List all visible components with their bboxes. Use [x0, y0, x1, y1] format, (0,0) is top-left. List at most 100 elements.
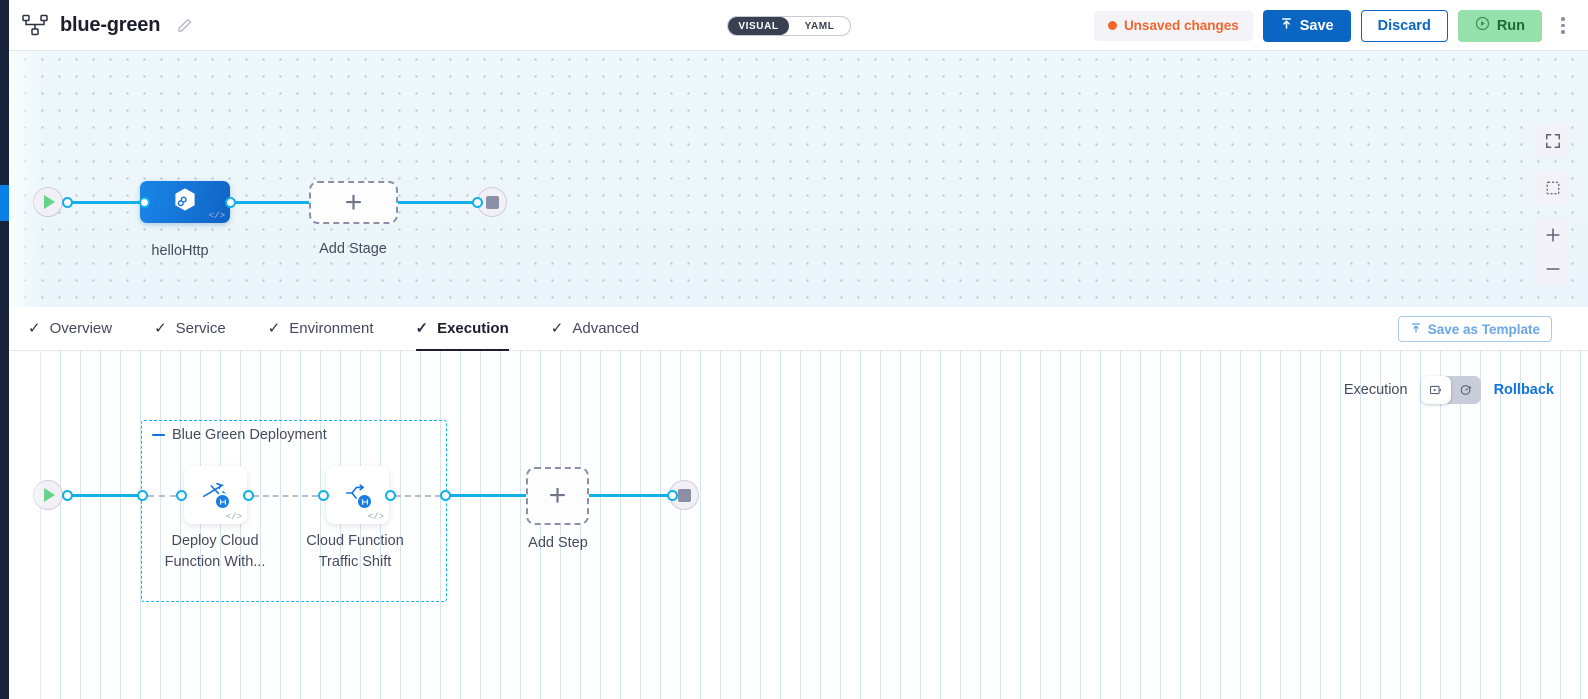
- stage-canvas[interactable]: </> helloHttp + Add Stage: [0, 51, 1588, 307]
- stage-node-in-port[interactable]: [139, 197, 150, 208]
- step-group-label: Blue Green Deployment: [172, 427, 327, 443]
- step-2-in-port[interactable]: [318, 490, 329, 501]
- tab-list: ✓ Overview ✓ Service ✓ Environment ✓ Exe…: [0, 307, 639, 351]
- add-stage-label: Add Stage: [319, 241, 387, 257]
- step-2-out-port[interactable]: [385, 490, 396, 501]
- discard-button[interactable]: Discard: [1360, 9, 1448, 42]
- header-actions: Unsaved changes Save Discard: [1093, 0, 1574, 51]
- step-1-out-port[interactable]: [243, 490, 254, 501]
- app-header: blue-green VISUAL YAML Unsaved changes: [0, 0, 1588, 51]
- execution-view-icon[interactable]: [1420, 376, 1451, 404]
- step-badge-icon: [356, 493, 373, 510]
- zoom-controls[interactable]: [1536, 218, 1570, 286]
- step-badge-icon: [214, 493, 231, 510]
- tab-advanced[interactable]: ✓ Advanced: [551, 307, 639, 350]
- toggle-yaml[interactable]: YAML: [804, 20, 835, 32]
- stage-node-out-port[interactable]: [225, 197, 236, 208]
- execution-start-node[interactable]: [33, 480, 63, 510]
- stage-config-tabbar: ✓ Overview ✓ Service ✓ Environment ✓ Exe…: [0, 307, 1588, 351]
- unsaved-dot-icon: [1107, 21, 1117, 30]
- group-in-port[interactable]: [137, 490, 148, 501]
- step-node-traffic-shift-label: Cloud Function Traffic Shift: [306, 533, 404, 570]
- rollback-view-icon[interactable]: [1451, 376, 1481, 404]
- toggle-visual[interactable]: VISUAL: [728, 17, 789, 35]
- step-group-blue-green[interactable]: [141, 420, 447, 602]
- group-edge-a: [148, 495, 176, 497]
- execution-edge-1: [68, 494, 143, 497]
- execution-label: Execution: [1343, 382, 1408, 398]
- upload-icon: [1280, 17, 1293, 34]
- tab-execution-label: Execution: [437, 320, 509, 337]
- stop-icon: [485, 195, 499, 209]
- stage-start-port[interactable]: [62, 197, 73, 208]
- step-node-traffic-shift[interactable]: </>: [326, 466, 389, 524]
- check-icon: ✓: [415, 320, 429, 337]
- stage-node-label: helloHttp: [151, 243, 209, 259]
- save-button[interactable]: Save: [1262, 9, 1351, 42]
- execution-end-port[interactable]: [667, 490, 678, 501]
- collapse-dash-icon[interactable]: [152, 433, 165, 437]
- run-button-label: Run: [1496, 17, 1525, 34]
- plus-icon: +: [548, 479, 567, 512]
- stage-edge-2: [231, 201, 309, 204]
- tab-environment[interactable]: ✓ Environment: [268, 307, 374, 350]
- tab-overview[interactable]: ✓ Overview: [28, 307, 112, 350]
- select-area-icon[interactable]: [1536, 171, 1570, 205]
- group-out-port[interactable]: [440, 490, 451, 501]
- fullscreen-icon[interactable]: [1536, 124, 1570, 158]
- step-1-in-port[interactable]: [176, 490, 187, 501]
- header-left-group: blue-green: [0, 14, 193, 37]
- step-node-deploy-cloud-function[interactable]: </>: [184, 466, 247, 524]
- tab-service[interactable]: ✓ Service: [154, 307, 226, 350]
- play-icon: [44, 488, 55, 502]
- left-nav-rail: [0, 0, 9, 699]
- execution-canvas[interactable]: Execution Rollback: [0, 351, 1588, 699]
- play-circle-icon: [1475, 16, 1490, 35]
- check-icon: ✓: [28, 320, 41, 337]
- code-badge-icon: </>: [208, 211, 225, 221]
- cloud-function-hexagon-icon: [170, 185, 200, 220]
- add-step-button[interactable]: +: [526, 467, 589, 525]
- add-stage-button[interactable]: +: [309, 181, 398, 224]
- zoom-out-icon[interactable]: [1536, 252, 1570, 286]
- discard-button-label: Discard: [1377, 17, 1431, 34]
- run-button[interactable]: Run: [1457, 9, 1542, 42]
- pipeline-nodes-icon: [22, 14, 48, 36]
- stage-start-node[interactable]: [33, 187, 63, 217]
- check-icon: ✓: [267, 320, 281, 337]
- execution-edge-3: [589, 494, 674, 497]
- save-button-label: Save: [1299, 17, 1334, 34]
- left-rail-active-indicator: [0, 185, 9, 221]
- step-group-label-row[interactable]: Blue Green Deployment: [152, 427, 327, 443]
- step-node-deploy-label: Deploy Cloud Function With...: [164, 533, 266, 570]
- stop-icon: [677, 488, 691, 502]
- kebab-menu-icon[interactable]: [1552, 10, 1574, 42]
- stage-node-hellohttp[interactable]: </>: [140, 181, 230, 223]
- tab-execution[interactable]: ✓ Execution: [415, 307, 510, 351]
- tab-service-label: Service: [175, 320, 226, 337]
- rollback-link[interactable]: Rollback: [1493, 382, 1554, 398]
- stage-end-port[interactable]: [472, 197, 483, 208]
- execution-mode-bar: Execution Rollback: [1344, 376, 1554, 404]
- tab-advanced-label: Advanced: [572, 320, 640, 337]
- fullscreen-control[interactable]: [1536, 124, 1570, 158]
- plus-icon: +: [344, 185, 363, 219]
- zoom-in-icon[interactable]: [1536, 218, 1570, 252]
- unsaved-changes-label: Unsaved changes: [1123, 18, 1239, 33]
- execution-rollback-toggle[interactable]: [1420, 376, 1481, 404]
- execution-edge-2: [449, 494, 526, 497]
- execution-start-port[interactable]: [62, 490, 73, 501]
- save-as-template-label: Save as Template: [1427, 321, 1540, 337]
- unsaved-changes-badge: Unsaved changes: [1093, 10, 1253, 41]
- tab-overview-label: Overview: [49, 320, 113, 337]
- select-area-control[interactable]: [1536, 171, 1570, 205]
- visual-yaml-toggle[interactable]: VISUAL YAML: [727, 16, 851, 36]
- stage-canvas-controls: [1536, 124, 1570, 299]
- stage-edge-1: [68, 201, 144, 204]
- pencil-icon[interactable]: [176, 17, 193, 34]
- group-edge-b: [253, 495, 318, 497]
- page-title: blue-green: [60, 13, 161, 36]
- save-as-template-button[interactable]: Save as Template: [1397, 316, 1552, 342]
- code-badge-icon: </>: [367, 512, 384, 522]
